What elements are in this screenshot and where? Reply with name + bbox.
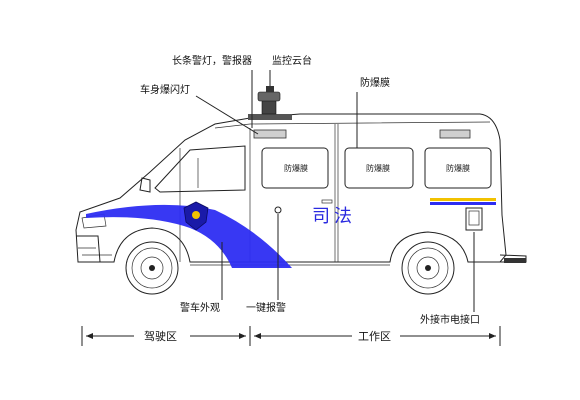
front-wheel xyxy=(125,241,179,295)
rear-step xyxy=(504,258,526,263)
rear-wheel xyxy=(401,241,455,295)
body-text-sifa: 司法 xyxy=(312,206,356,227)
rear-light-bar xyxy=(439,129,471,139)
window-film-label-3: 防爆膜 xyxy=(446,163,470,173)
label-explosion-film: 防爆膜 xyxy=(360,76,390,89)
label-ptz-camera: 监控云台 xyxy=(272,54,312,67)
police-badge-icon xyxy=(183,201,209,231)
ptz-camera-icon xyxy=(257,86,281,115)
police-livery-swoosh xyxy=(86,204,292,268)
zone-driving-area: 驾驶区 xyxy=(144,329,177,343)
external-power-port-panel xyxy=(465,207,483,231)
front-light-bar xyxy=(253,129,287,139)
label-one-key-alarm: 一键报警 xyxy=(246,301,286,314)
label-light-bar: 长条警灯，警报器 xyxy=(172,54,252,67)
zone-dimension-line xyxy=(81,326,501,346)
label-police-livery: 警车外观 xyxy=(180,301,220,314)
label-external-power-port: 外接市电接口 xyxy=(420,313,480,326)
label-body-strobe: 车身爆闪灯 xyxy=(140,83,190,96)
stripe-blue xyxy=(430,202,496,205)
windows: 防爆膜 防爆膜 防爆膜 xyxy=(154,145,492,193)
stripe-yellow xyxy=(430,198,496,201)
side-window-1 xyxy=(261,147,329,189)
roof-rack xyxy=(248,114,292,120)
door-handle xyxy=(321,199,333,204)
zone-work-area: 工作区 xyxy=(358,330,391,343)
side-window-2 xyxy=(344,147,414,189)
leader-body-strobe xyxy=(195,95,259,135)
one-key-alarm-button xyxy=(274,206,282,214)
side-mirror xyxy=(139,177,151,193)
window-film-label-1: 防爆膜 xyxy=(284,163,308,173)
front-door-window xyxy=(154,145,246,193)
window-film-label-2: 防爆膜 xyxy=(366,163,390,173)
roof-equipment xyxy=(248,86,471,139)
side-window-3 xyxy=(424,147,492,189)
